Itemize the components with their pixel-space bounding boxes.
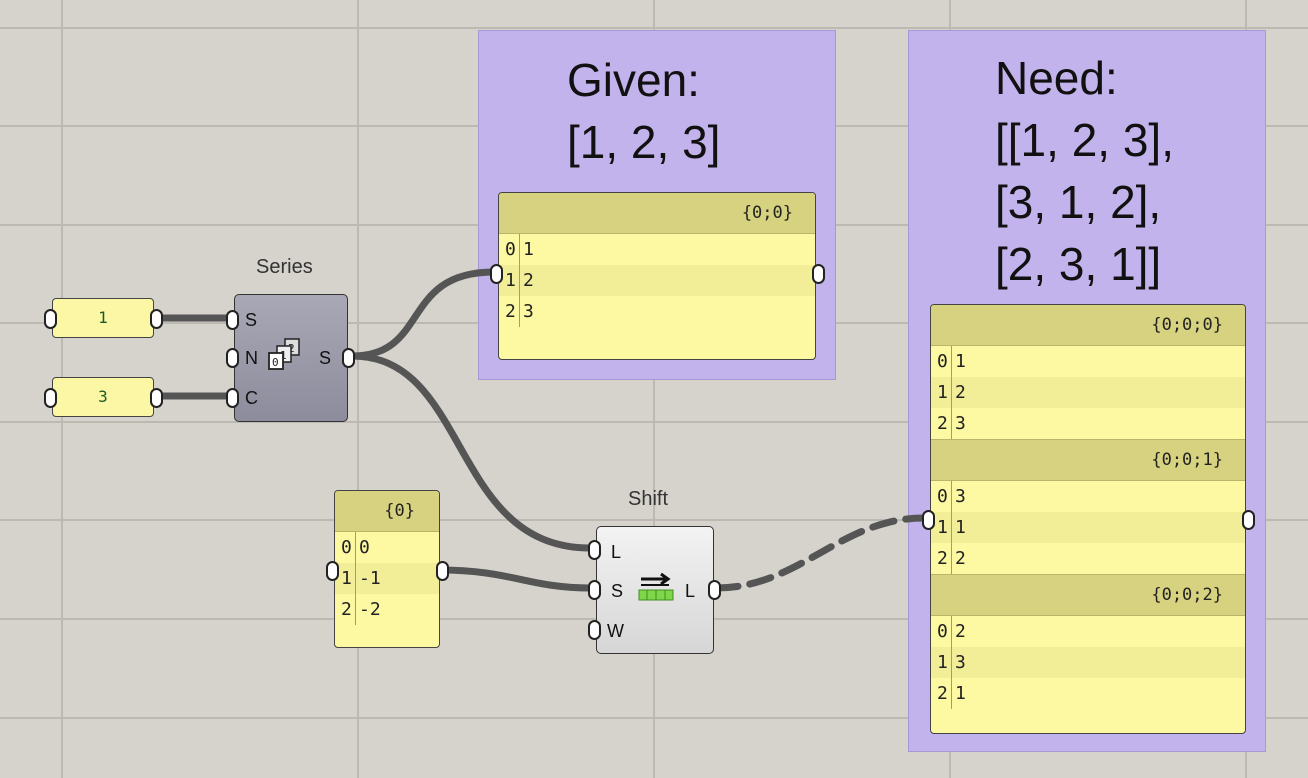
row-index: 0	[937, 481, 952, 512]
series-output[interactable]: S	[319, 348, 332, 368]
series-input-start[interactable]: S	[245, 310, 258, 330]
row-value: 2	[955, 621, 966, 642]
group-need-line: [2, 3, 1]]	[995, 238, 1162, 290]
row-value: 3	[523, 301, 534, 322]
group-need-line: [[1, 2, 3],	[995, 114, 1174, 166]
row-index: 2	[937, 408, 952, 439]
row-value: -2	[359, 599, 381, 620]
series-input-count[interactable]: C	[245, 388, 258, 408]
row-index: 0	[937, 346, 952, 377]
row-value: 0	[359, 537, 370, 558]
input-grip[interactable]	[922, 510, 935, 530]
row-index: 0	[341, 532, 356, 563]
row-value: 1	[955, 683, 966, 704]
shift-title: Shift	[628, 488, 669, 510]
panel-branch-label: {0;0}	[499, 193, 815, 234]
shift-output[interactable]: L	[685, 581, 696, 601]
panel-branch-label: {0}	[335, 491, 439, 532]
output-grip[interactable]	[812, 264, 825, 284]
input-grip[interactable]	[490, 264, 503, 284]
row-index: 1	[505, 265, 520, 296]
input-grip[interactable]	[226, 310, 239, 330]
series-title: Series	[256, 256, 313, 278]
row-value: 3	[955, 413, 966, 434]
panel-row: 2-2	[335, 594, 439, 625]
panel-branch-label: {0;0;1}	[931, 439, 1245, 481]
row-value: 2	[955, 382, 966, 403]
input-grip[interactable]	[588, 620, 601, 640]
row-value: -1	[359, 568, 381, 589]
panel-branch-label: {0;0;2}	[931, 574, 1245, 616]
output-grip[interactable]	[150, 388, 163, 408]
output-grip[interactable]	[1242, 510, 1255, 530]
shift-list-component[interactable]: L S W L	[596, 526, 714, 654]
row-value: 1	[955, 517, 966, 538]
row-index: 2	[937, 678, 952, 709]
number-slider-count[interactable]: 3	[52, 377, 154, 417]
input-grip[interactable]	[326, 561, 339, 581]
panel-branch-label: {0;0;0}	[931, 305, 1245, 346]
row-index: 1	[937, 647, 952, 678]
row-index: 0	[937, 616, 952, 647]
row-value: 2	[955, 548, 966, 569]
row-value: 1	[955, 351, 966, 372]
input-grip[interactable]	[588, 540, 601, 560]
shift-input-wrap[interactable]: W	[607, 621, 624, 641]
output-grip[interactable]	[436, 561, 449, 581]
shift-list-icon	[638, 572, 674, 601]
group-need-line: [3, 1, 2],	[995, 176, 1162, 228]
row-index: 2	[505, 296, 520, 327]
row-value: 3	[955, 486, 966, 507]
slider-value: 1	[98, 308, 108, 327]
svg-text:0: 0	[272, 356, 279, 369]
slider-value: 3	[98, 387, 108, 406]
input-grip[interactable]	[588, 580, 601, 600]
group-given-line: [1, 2, 3]	[567, 116, 721, 168]
row-index: 2	[937, 543, 952, 574]
input-grip[interactable]	[226, 348, 239, 368]
row-index: 0	[505, 234, 520, 265]
row-index: 1	[341, 563, 356, 594]
output-grip[interactable]	[708, 580, 721, 600]
number-slider-start[interactable]: 1	[52, 298, 154, 338]
output-grip[interactable]	[150, 309, 163, 329]
shift-input-list[interactable]: L	[611, 542, 622, 562]
row-value: 3	[955, 652, 966, 673]
row-value: 1	[523, 239, 534, 260]
series-input-step[interactable]: N	[245, 348, 258, 368]
series-icon: 2 1 0	[268, 338, 300, 370]
output-grip[interactable]	[44, 309, 57, 329]
row-value: 2	[523, 270, 534, 291]
row-index: 1	[937, 512, 952, 543]
input-grip[interactable]	[226, 388, 239, 408]
output-grip[interactable]	[342, 348, 355, 368]
panel-row: 1-1	[335, 563, 439, 594]
shift-input-shift[interactable]: S	[611, 581, 624, 601]
row-index: 1	[937, 377, 952, 408]
row-index: 2	[341, 594, 356, 625]
output-grip[interactable]	[44, 388, 57, 408]
group-need-title: Need:	[995, 52, 1118, 104]
group-given-title: Given:	[567, 54, 700, 106]
series-component[interactable]: S N C S 2 1 0	[234, 294, 348, 422]
